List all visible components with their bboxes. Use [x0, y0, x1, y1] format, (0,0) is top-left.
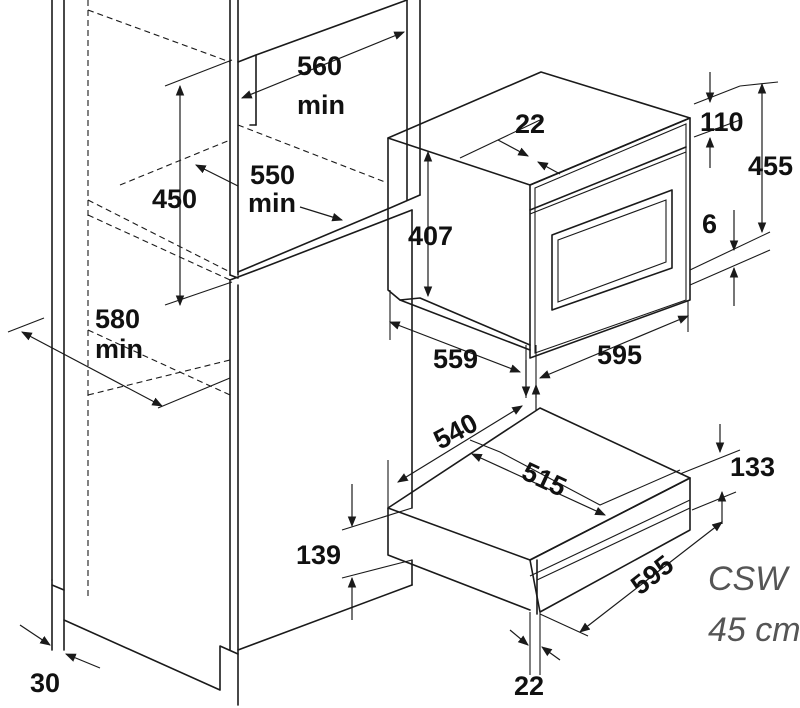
extension-line — [164, 281, 233, 306]
extension-line — [539, 613, 589, 637]
label-139: 139 — [296, 540, 341, 570]
arrow-icon — [579, 521, 723, 633]
label-455: 455 — [748, 151, 793, 181]
oven-front — [529, 117, 691, 359]
extension-line — [459, 119, 541, 159]
niche-floor-hidden-2 — [87, 214, 231, 281]
label-22-top: 22 — [515, 109, 545, 139]
arrow-icon — [397, 405, 523, 483]
arrow-icon — [240, 31, 406, 99]
label-22-bottom: 22 — [514, 671, 544, 701]
extension-line — [164, 59, 233, 87]
drawer-top-recess — [469, 439, 681, 506]
niche-hidden-top — [87, 9, 231, 63]
oven-window-inner — [557, 199, 667, 303]
lower-door-top — [229, 209, 413, 281]
arrow-icon — [299, 206, 344, 222]
arrow-icon — [539, 315, 689, 379]
label-110: 110 — [700, 107, 744, 137]
label-595-oven: 595 — [597, 340, 642, 370]
arrow-icon — [509, 629, 529, 646]
niche-floor-hidden-3 — [119, 139, 231, 186]
arrow-icon — [21, 331, 163, 407]
extension-line — [341, 507, 413, 531]
extension-line — [739, 81, 779, 87]
arrow-icon — [541, 646, 561, 661]
oven-control-band — [529, 146, 687, 211]
label-560: 560 — [297, 51, 342, 81]
label-133: 133 — [730, 452, 775, 482]
oven-window — [551, 189, 673, 311]
arrow-icon — [195, 164, 239, 187]
oven-bottom-lip — [399, 297, 531, 346]
label-559: 559 — [433, 344, 478, 374]
drawer-side — [387, 507, 531, 611]
model-caption: CSW 45 cm — [708, 560, 800, 649]
extension-line — [693, 119, 741, 138]
oven-control-band-2 — [529, 151, 687, 215]
label-595-drawer: 595 — [625, 549, 679, 600]
extension-line — [691, 491, 737, 511]
arrow-icon — [497, 139, 529, 157]
label-560-min: min — [297, 90, 345, 120]
label-550-min: min — [248, 188, 296, 218]
niche-back-hidden — [237, 124, 386, 183]
caption-size: 45 cm — [708, 611, 800, 649]
arrow-icon — [65, 653, 101, 669]
arrow-icon — [19, 624, 51, 646]
extension-line — [157, 377, 231, 409]
extension-line — [7, 317, 45, 333]
niche-floor-front — [237, 194, 421, 273]
extension-line — [689, 249, 771, 286]
lower-door-bottom — [237, 584, 413, 651]
label-540: 540 — [429, 408, 483, 456]
oven — [387, 71, 691, 359]
cabinet-plinth — [51, 579, 239, 691]
label-30: 30 — [30, 668, 60, 698]
extension-line — [693, 85, 741, 105]
label-550: 550 — [250, 160, 295, 190]
niche-floor-hidden — [87, 199, 231, 273]
arrow-icon — [388, 321, 522, 373]
extension-line — [689, 231, 771, 271]
caption-model: CSW — [708, 560, 790, 598]
oven-front-inner — [534, 123, 687, 354]
dimension-lines — [7, 31, 779, 675]
label-407: 407 — [408, 221, 453, 251]
label-580: 580 — [95, 304, 140, 334]
arrow-icon — [471, 453, 606, 516]
label-450: 450 — [152, 184, 197, 214]
extension-line — [341, 559, 413, 579]
label-6: 6 — [702, 209, 717, 239]
arrow-icon — [537, 161, 561, 175]
extension-line — [679, 449, 741, 475]
label-580-min: min — [95, 334, 143, 364]
lower-hidden — [87, 329, 231, 396]
